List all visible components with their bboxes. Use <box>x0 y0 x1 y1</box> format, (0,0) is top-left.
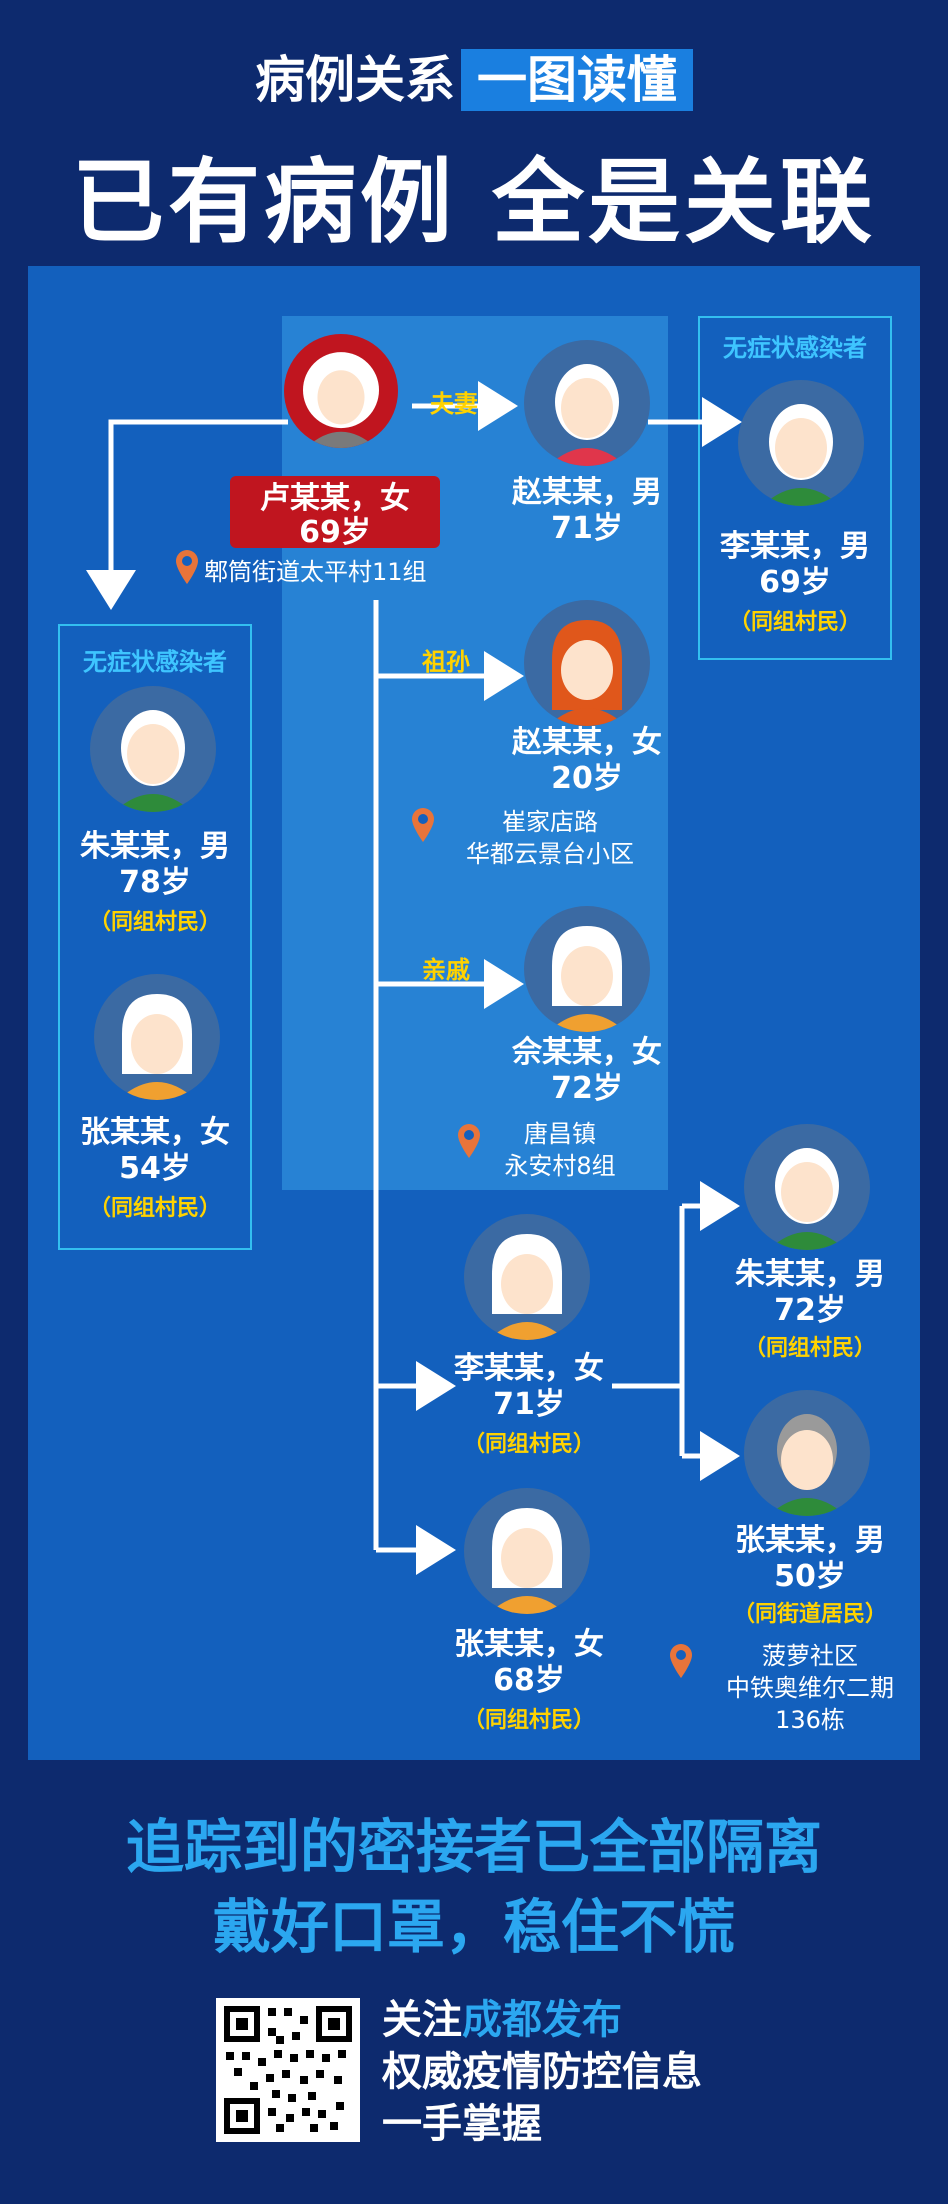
zhang-f54-avatar <box>94 974 220 1100</box>
zhang-f68-name: 张某某，女 <box>454 1627 604 1662</box>
relation-grandchild: 祖孙 <box>422 648 470 676</box>
follow-prefix: 关注 <box>382 1997 462 2043</box>
zhang-f68-age: 68岁 <box>493 1663 565 1698</box>
index-case-age: 69岁 <box>299 515 371 550</box>
li-f71-age: 71岁 <box>493 1387 565 1422</box>
zhu-m72-name: 朱某某，男 <box>735 1257 885 1292</box>
asymptomatic-label-left: 无症状感染者 <box>83 648 227 676</box>
relation-spouse: 夫妻 <box>430 390 478 418</box>
relation-relative: 亲戚 <box>422 956 470 984</box>
index-case-label <box>230 476 440 548</box>
zhu-m78-age: 78岁 <box>119 865 191 900</box>
header-highlight: 一图读懂 <box>461 49 693 111</box>
zhao-f-address2: 华都云景台小区 <box>466 840 634 868</box>
zhao-m-avatar <box>524 340 650 466</box>
asymptomatic-box-right <box>698 316 892 660</box>
location-pin-icon <box>670 1644 692 1678</box>
zhu-m72-age: 72岁 <box>774 1293 846 1328</box>
li-f71-name: 李某某，女 <box>454 1351 604 1386</box>
zhang-f54-name: 张某某，女 <box>80 1115 230 1150</box>
location-pin-icon <box>458 1124 480 1158</box>
she-f-address2: 永安村8组 <box>504 1152 616 1180</box>
zhao-m-name: 赵某某，男 <box>512 475 662 510</box>
she-f-address1: 唐昌镇 <box>524 1120 596 1148</box>
asymptomatic-label-right: 无症状感染者 <box>723 334 867 362</box>
zhao-m-age: 71岁 <box>551 511 623 546</box>
index-case-avatar <box>284 334 398 448</box>
follow-line3: 一手掌握 <box>382 2101 542 2147</box>
li-m-name: 李某某，男 <box>720 529 870 564</box>
li-m-avatar <box>738 380 864 506</box>
header-line1: 病例关系一图读懂 <box>0 40 948 112</box>
header-prefix: 病例关系 <box>255 51 455 109</box>
zhao-f-avatar <box>524 600 650 726</box>
zhang-m50-address1: 菠萝社区 <box>762 1642 858 1670</box>
footer-line2: 戴好口罩，稳住不慌 <box>212 1893 735 1961</box>
location-pin-icon <box>176 550 198 584</box>
zhang-f54-tag: （同组村民） <box>88 1196 221 1221</box>
she-f-name: 佘某某，女 <box>512 1035 662 1070</box>
li-f71-tag: （同组村民） <box>462 1432 595 1457</box>
page-title: 已有病例 全是关联 <box>71 149 877 256</box>
li-m-age: 69岁 <box>759 565 831 600</box>
follow-line2: 权威疫情防控信息 <box>382 2049 702 2095</box>
location-pin-icon <box>412 808 434 842</box>
zhang-m50-address3: 136栋 <box>775 1706 845 1734</box>
zhang-m50-name: 张某某，男 <box>735 1523 885 1558</box>
zhu-m78-name: 朱某某，男 <box>80 829 230 864</box>
zhang-m50-address2: 中铁奥维尔二期 <box>726 1674 894 1702</box>
index-case-address: 郫筒街道太平村11组 <box>204 558 427 586</box>
zhang-f68-avatar <box>464 1488 590 1614</box>
connector-lines <box>86 381 742 1575</box>
asymptomatic-box-left <box>58 624 252 1250</box>
zhu-m72-avatar <box>744 1124 870 1250</box>
qr-code <box>216 1998 360 2142</box>
li-m-tag: （同组村民） <box>728 610 861 635</box>
zhang-m50-age: 50岁 <box>774 1559 846 1594</box>
follow-text: 关注成都发布 权威疫情防控信息 一手掌握 <box>382 1994 702 2150</box>
zhu-m72-tag: （同组村民） <box>743 1336 876 1361</box>
zhang-m50-avatar <box>744 1390 870 1516</box>
li-f71-avatar <box>464 1214 590 1340</box>
she-f-age: 72岁 <box>551 1071 623 1106</box>
follow-brand: 成都发布 <box>462 1997 622 2043</box>
zhao-f-age: 20岁 <box>551 761 623 796</box>
zhao-f-name: 赵某某，女 <box>512 725 662 760</box>
zhu-m78-avatar <box>90 686 216 812</box>
zhang-f68-tag: （同组村民） <box>462 1708 595 1733</box>
zhang-f54-age: 54岁 <box>119 1151 191 1186</box>
follow-line1: 关注成都发布 <box>382 1994 702 2046</box>
she-f-avatar <box>524 906 650 1032</box>
footer-line1: 追踪到的密接者已全部隔离 <box>125 1813 822 1881</box>
zhu-m78-tag: （同组村民） <box>88 910 221 935</box>
zhang-m50-tag: （同街道居民） <box>732 1602 887 1627</box>
index-case-name: 卢某某，女 <box>260 481 410 516</box>
zhao-f-address1: 崔家店路 <box>502 808 598 836</box>
